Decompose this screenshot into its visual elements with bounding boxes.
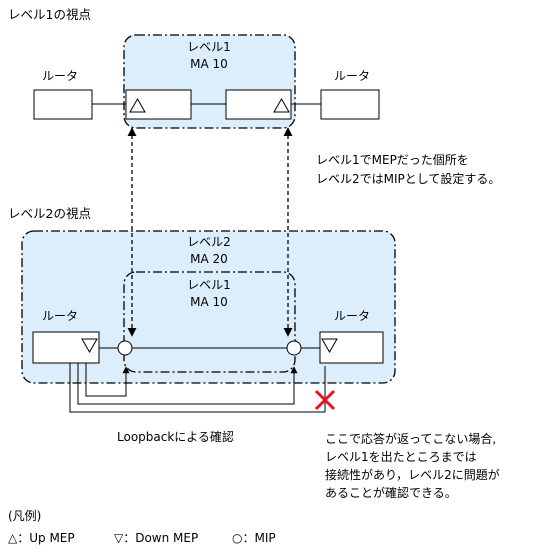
note-top-line2: レベル2ではMIPとして設定する。 <box>316 171 500 186</box>
note-bottom-line3: 接続性があり，レベル2に問題が <box>325 467 500 482</box>
up-mep-icon <box>273 97 290 113</box>
level1-left-router-label: ルータ <box>42 69 78 83</box>
up-mep-icon <box>129 97 146 113</box>
level2-inner-ma-label: MA 10 <box>190 295 228 309</box>
mip-icon <box>286 340 302 356</box>
level1-domain-label: レベル1 <box>187 40 231 54</box>
note-bottom-line4: あることが確認できる。 <box>325 485 457 500</box>
level1-heading: レベル1の視点 <box>8 7 91 22</box>
level2-ma-label: MA 20 <box>190 252 228 266</box>
legend-down-mep: ▽：Down MEP <box>114 531 198 545</box>
note-bottom-line1: ここで応答が返ってこない場合, <box>325 431 496 446</box>
note-top-line1: レベル1でMEPだった個所を <box>316 153 469 167</box>
level2-left-router-label: ルータ <box>42 309 78 323</box>
loopback-path-to-right-mip <box>77 363 298 405</box>
failure-x-icon <box>314 389 336 411</box>
legend-mip: ○：MIP <box>232 531 276 545</box>
loopback-caption: Loopbackによる確認 <box>117 429 234 444</box>
legend-up-mep: △：Up MEP <box>8 531 75 545</box>
level2-heading: レベル2の視点 <box>8 206 91 221</box>
level1-left-router <box>33 89 93 120</box>
mip-icon <box>117 340 133 356</box>
loopback-path-to-right-router <box>69 363 326 413</box>
note-bottom-line2: レベル1を出たところまでは <box>325 450 477 464</box>
level2-right-router-label: ルータ <box>334 309 370 323</box>
down-mep-icon <box>81 338 98 354</box>
level2-inner-level1-region <box>123 271 296 373</box>
legend-title: (凡例) <box>8 509 41 523</box>
level2-inner-domain-label: レベル1 <box>187 278 231 292</box>
down-mep-icon <box>321 338 338 354</box>
level1-right-router-label: ルータ <box>334 69 370 83</box>
loopback-path-to-left-mip <box>85 363 130 397</box>
level2-domain-region <box>21 230 396 384</box>
level1-right-router <box>320 89 380 120</box>
level1-ma-label: MA 10 <box>190 57 228 71</box>
level2-domain-label: レベル2 <box>187 235 231 249</box>
